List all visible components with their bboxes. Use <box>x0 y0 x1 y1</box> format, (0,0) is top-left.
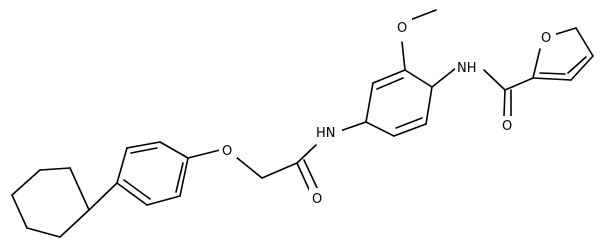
acetamide-nh-label: HN <box>316 126 336 141</box>
ether-linkage <box>187 149 298 179</box>
cyclohexyl-ring <box>11 167 90 238</box>
furoyl-carbonyl-oxygen-label: O <box>502 119 512 134</box>
cyclohexyl-phenyl-bond <box>88 182 118 211</box>
furan-oxygen-label: O <box>541 31 551 46</box>
phenyl-ring <box>116 141 189 206</box>
atom-labels: O O HN O N​H O O <box>219 18 556 207</box>
central-aromatic-ring <box>365 69 433 137</box>
furoyl-amide-bonds <box>431 67 534 117</box>
methoxy-bonds <box>401 9 437 71</box>
furoyl-nh-label: N​H <box>457 61 477 76</box>
acetamide-carbonyl-oxygen-label: O <box>312 192 322 207</box>
ether-oxygen-label: O <box>222 144 232 159</box>
nh-aryl-bond <box>339 121 367 132</box>
furan-ring <box>532 27 594 81</box>
methoxy-oxygen-label: O <box>397 21 407 36</box>
